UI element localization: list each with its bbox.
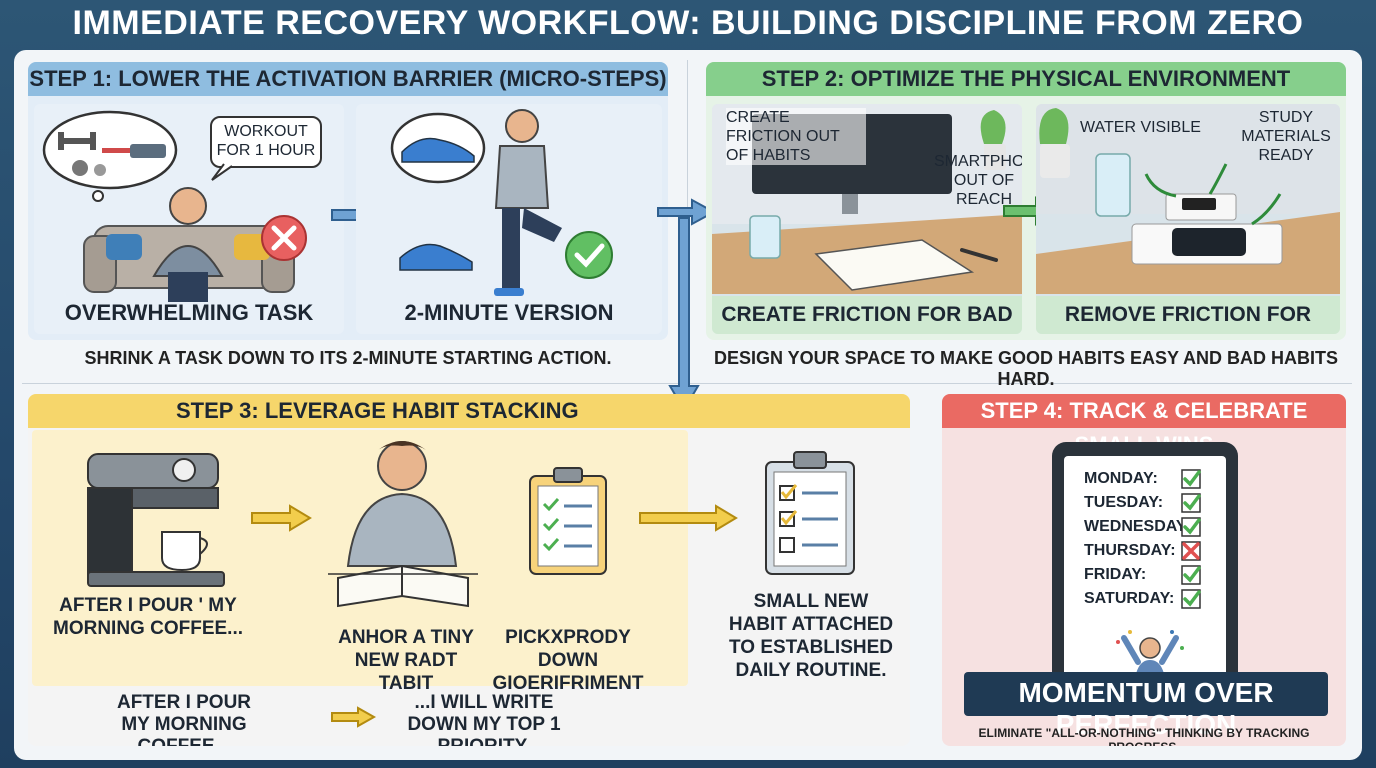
bottom-left-caption: AFTER I POUR MY MORNING COFFEE... bbox=[116, 692, 252, 746]
create-friction-label: CREATE FRICTION OUT OF HABITS bbox=[726, 108, 866, 165]
two-minute-version-card: 2-MINUTE VERSION bbox=[356, 104, 662, 334]
overwhelming-task-caption: OVERWHELMING TASK bbox=[64, 300, 314, 325]
overwhelming-task-card: WORKOUT FOR 1 HOUR OVERWHELMING TASK bbox=[34, 104, 344, 334]
sneaker-thought-icon bbox=[390, 112, 486, 184]
person-writing-icon bbox=[328, 441, 478, 608]
cross-icon bbox=[1181, 541, 1201, 561]
arrow-right-gold-icon bbox=[251, 504, 312, 532]
anchor-caption: ANHOR A TINY NEW RADT TABIT bbox=[338, 627, 474, 694]
coffee-machine-icon bbox=[87, 453, 225, 587]
check-icon bbox=[1181, 589, 1201, 609]
step4-panel: STEP 4: TRACK & CELEBRATE SMALL WINS MON… bbox=[942, 394, 1346, 746]
check-icon bbox=[1181, 565, 1201, 585]
step1-note: SHRINK A TASK DOWN TO ITS 2-MINUTE START… bbox=[84, 348, 612, 368]
pick-caption: PICKXPRODY DOWN GIOERIFRIMENT bbox=[492, 627, 644, 694]
step3-panel: STEP 3: LEVERAGE HABIT STACKING bbox=[28, 394, 910, 746]
clipboard-icon bbox=[529, 467, 607, 575]
sneakers-icon bbox=[399, 243, 473, 271]
bad-habits-desk-card: CREATE FRICTION OUT OF HABITS SMARTPHONE… bbox=[712, 104, 1022, 334]
study-materials-label: STUDY MATERIALS READY bbox=[1241, 109, 1331, 164]
tracker-day-label: THURSDAY: bbox=[1084, 542, 1176, 559]
tablet-screen: MONDAY: TUESDAY: WEDNESDAY: THURSDAY: FRIDAY… bbox=[1064, 456, 1226, 696]
thought-cloud-icon bbox=[42, 110, 178, 202]
step3-heading: STEP 3: LEVERAGE HABIT STACKING bbox=[28, 394, 910, 428]
water-visible-label: WATER VISIBLE bbox=[1080, 119, 1201, 136]
tracker-day-label: WEDNESDAY: bbox=[1084, 518, 1191, 535]
smartphone-label: SMARTPHONE OUT OF REACH bbox=[934, 153, 1022, 208]
step2-note: DESIGN YOUR SPACE TO MAKE GOOD HABITS EA… bbox=[713, 348, 1339, 389]
workout-bubble-text: WORKOUT FOR 1 HOUR bbox=[216, 123, 316, 159]
check-icon bbox=[1181, 469, 1201, 489]
step1-heading: STEP 1: LOWER THE ACTIVATION BARRIER (MI… bbox=[28, 62, 668, 96]
step4-heading: STEP 4: TRACK & CELEBRATE SMALL WINS bbox=[942, 394, 1346, 457]
step1-panel: STEP 1: LOWER THE ACTIVATION BARRIER (MI… bbox=[28, 62, 668, 340]
check-icon bbox=[1181, 517, 1201, 537]
coffee-caption: AFTER I POUR ' MY MORNING COFFEE... bbox=[53, 595, 243, 639]
checklist-clipboard-icon bbox=[765, 451, 855, 575]
step2-heading: STEP 2: OPTIMIZE THE PHYSICAL ENVIRONMEN… bbox=[706, 62, 1346, 96]
step4-note: ELIMINATE "ALL-OR-NOTHING" THINKING BY T… bbox=[978, 726, 1310, 746]
cross-icon bbox=[261, 215, 307, 261]
tracker-day-label: MONDAY: bbox=[1084, 470, 1158, 487]
step2-panel: STEP 2: OPTIMIZE THE PHYSICAL ENVIRONMEN… bbox=[706, 62, 1346, 340]
result-caption: SMALL NEW HABIT ATTACHED TO ESTABLISHED … bbox=[728, 591, 894, 681]
arrow-right-gold-icon-2 bbox=[639, 504, 738, 532]
two-minute-version-caption: 2-MINUTE VERSION bbox=[404, 300, 614, 325]
bad-habits-caption: CREATE FRICTION FOR BAD HABITS bbox=[712, 296, 1022, 334]
momentum-banner: MOMENTUM OVER PERFECTION bbox=[964, 672, 1328, 740]
bubble-tail-icon bbox=[211, 163, 233, 181]
tablet-device: MONDAY: TUESDAY: WEDNESDAY: THURSDAY: FRIDAY… bbox=[1052, 442, 1238, 710]
momentum-banner-text: MOMENTUM OVER PERFECTION bbox=[1018, 677, 1274, 740]
good-habits-caption: REMOVE FRICTION FOR GOOD HABITS bbox=[1036, 296, 1340, 334]
page-title: IMMEDIATE RECOVERY WORKFLOW: BUILDING DI… bbox=[72, 4, 1304, 42]
tracker-day-label: TUESDAY: bbox=[1084, 494, 1164, 511]
person-tying-shoe-icon bbox=[494, 109, 562, 296]
good-habits-desk-card: WATER VISIBLE STUDY MATERIALS READY REMO… bbox=[1036, 104, 1340, 334]
tracker-day-label: SATURDAY: bbox=[1084, 590, 1175, 607]
arrow-right-gold-icon-3 bbox=[331, 706, 377, 728]
check-icon bbox=[1181, 493, 1201, 513]
check-icon bbox=[565, 231, 613, 279]
bottom-right-caption: ...I WILL WRITE DOWN MY TOP 1 PRIORITY. bbox=[407, 692, 561, 746]
workout-bubble: WORKOUT FOR 1 HOUR bbox=[210, 116, 322, 168]
tidy-desk-scene-icon bbox=[1036, 104, 1340, 294]
tracker-day-label: FRIDAY: bbox=[1084, 566, 1147, 583]
